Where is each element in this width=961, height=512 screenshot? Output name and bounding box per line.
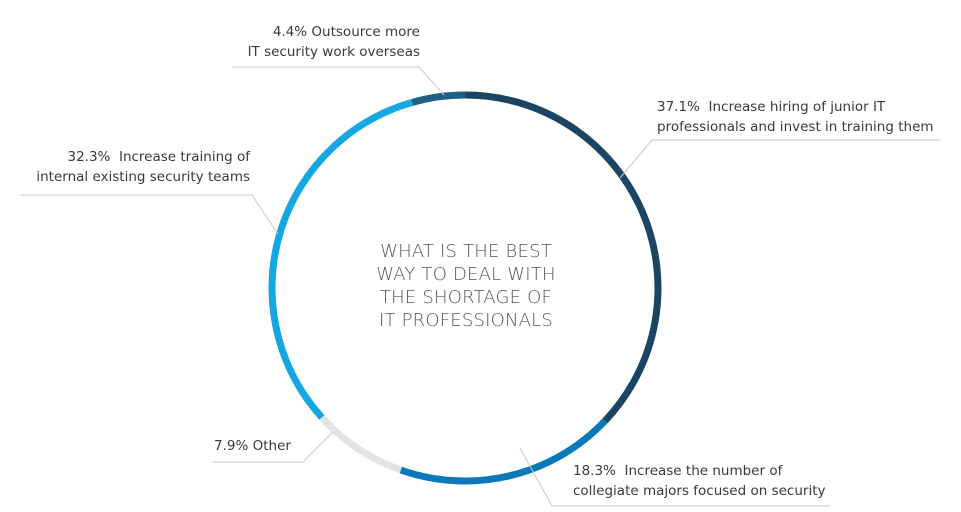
slice-text-training-1: Increase training of [118,149,250,165]
slice-label-training: 32.3% Increase training of internal exis… [20,147,250,187]
ring-segment-training [268,98,414,420]
slice-label-outsource-line-1: 4.4% Outsource more [230,22,420,42]
ring-segment-collegiate [399,418,608,485]
slice-text-hiring-1: Increase hiring of junior IT [708,99,886,115]
slice-text-outsource-2: IT security work overseas [247,44,420,60]
ring-segment-other [319,415,402,474]
slice-pct-collegiate: 18.3% [573,463,616,479]
slice-pct-outsource: 4.4% [272,24,308,40]
leader-lines [20,66,940,507]
leader-line-training [20,194,279,235]
slice-pct-training: 32.3% [67,149,111,165]
slice-label-other: 7.9% Other [214,436,291,456]
ring-segment-outsource [411,91,466,106]
slice-label-training-line-1: 32.3% Increase training of [20,147,250,167]
slice-pct-hiring: 37.1% [657,99,700,115]
slice-text-outsource-1: Outsource more [311,24,420,40]
slice-label-collegiate-line-1: 18.3% Increase the number of [573,461,825,481]
leader-line-hiring [619,139,940,179]
leader-line-other [212,431,334,463]
slice-label-hiring: 37.1% Increase hiring of junior IT profe… [657,97,934,137]
leader-line-collegiate [519,447,830,507]
slice-text-training-2: internal existing security teams [36,169,250,185]
slice-label-collegiate: 18.3% Increase the number of collegiate … [573,461,825,501]
leader-line-outsource [232,66,445,96]
slice-label-outsource: 4.4% Outsource more IT security work ove… [230,22,420,62]
slice-text-hiring-2: professionals and invest in training the… [657,119,934,135]
donut-ring [268,91,662,485]
ring-segment-hiring [464,91,662,424]
center-title-line-2: WAY TO DEAL WITH [376,264,556,285]
chart-center-title: WHAT IS THE BEST WAY TO DEAL WITH THE SH… [330,240,602,332]
center-title-line-3: THE SHORTAGE OF [379,287,553,308]
slice-pct-other: 7.9% [214,438,249,454]
slice-text-other: Other [252,438,291,454]
slice-text-collegiate-2: collegiate majors focused on security [573,483,826,499]
center-title-line-4: IT PROFESSIONALS [378,310,554,331]
slice-label-hiring-line-1: 37.1% Increase hiring of junior IT [657,97,934,117]
center-title-line-1: WHAT IS THE BEST [380,241,552,262]
slice-text-collegiate-1: Increase the number of [624,463,783,479]
